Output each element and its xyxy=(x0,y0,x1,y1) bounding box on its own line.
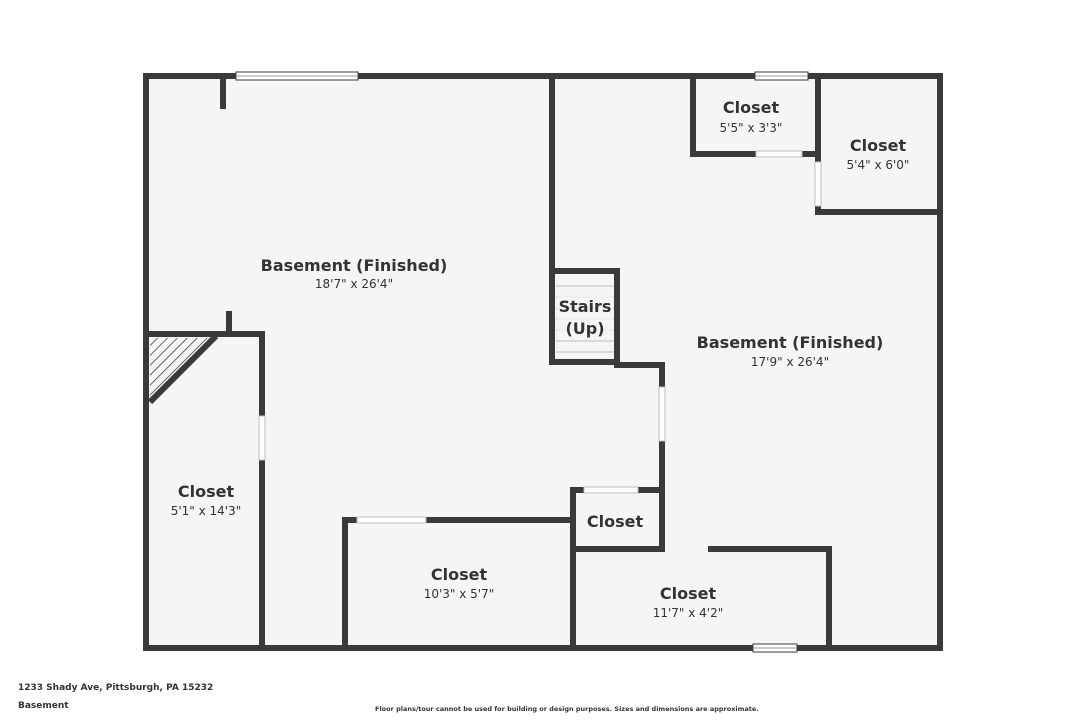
address-text: 1233 Shady Ave, Pittsburgh, PA 15232 xyxy=(18,683,214,693)
room-name: Closet xyxy=(587,512,644,531)
room-dims: 5'1" x 14'3" xyxy=(171,504,242,518)
disclaimer-text: Floor plans/tour cannot be used for buil… xyxy=(375,705,759,713)
room-name: Closet xyxy=(431,565,488,584)
floor-area xyxy=(146,76,940,648)
room-dims: 18'7" x 26'4" xyxy=(315,277,393,291)
windows xyxy=(235,71,809,653)
walls xyxy=(143,73,943,651)
stairs-label: Stairs xyxy=(559,297,612,316)
room-name: Closet xyxy=(660,584,717,603)
level-label: Basement xyxy=(18,701,69,711)
room-dims: 10'3" x 5'7" xyxy=(424,587,495,601)
diagonal-wall xyxy=(147,333,219,405)
room-dims: 5'4" x 6'0" xyxy=(847,158,910,172)
room-name: Basement (Finished) xyxy=(697,333,884,352)
stairs: Stairs (Up) xyxy=(556,275,614,359)
room-name: Closet xyxy=(723,98,780,117)
room-dims: 5'5" x 3'3" xyxy=(720,121,783,135)
room-dims: 17'9" x 26'4" xyxy=(751,355,829,369)
room-name: Closet xyxy=(178,482,235,501)
door-openings xyxy=(258,150,822,524)
stairs-direction: (Up) xyxy=(565,319,604,338)
room-name: Basement (Finished) xyxy=(261,256,448,275)
room-labels: Basement (Finished) 18'7" x 26'4" Baseme… xyxy=(171,98,910,620)
room-dims: 11'7" x 4'2" xyxy=(653,606,724,620)
room-name: Closet xyxy=(850,136,907,155)
